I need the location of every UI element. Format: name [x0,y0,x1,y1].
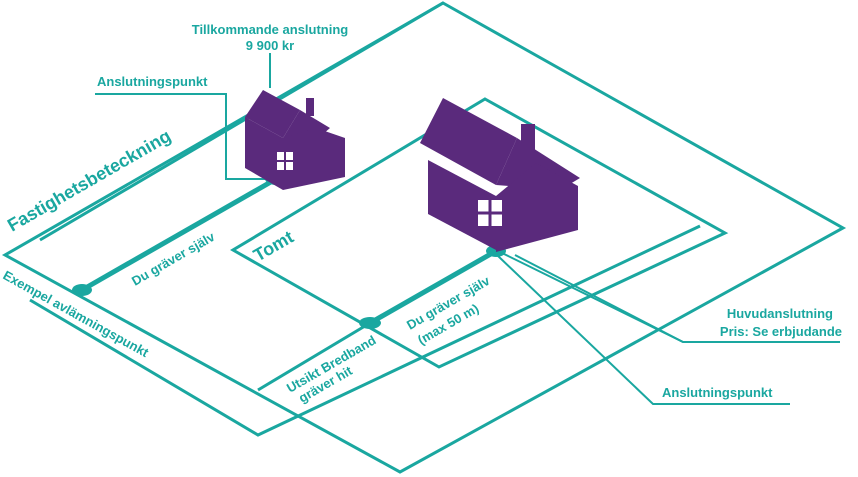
utsikt-dig-line [257,321,371,392]
delivery-point-left [72,284,92,296]
leader-connection-point-top [95,93,268,180]
main-connection-label: Huvudanslutning [727,306,833,321]
small-house-icon [245,90,345,190]
street-cable-line [29,224,701,437]
delivery-point-middle [359,317,381,329]
property-designation-label: Fastighetsbeteckning [4,126,174,236]
property-boundary [1,1,847,474]
connection-point-bottom-label: Anslutningspunkt [662,385,773,400]
leader-connection-point-bottom [496,254,790,405]
trench-right [368,248,498,326]
plot-label: Tomt [250,227,297,266]
example-delivery-point-label: Exempel avlämningspunkt [1,268,152,361]
future-connection-label: Tillkommande anslutning [192,22,349,37]
street-line-left [39,1,444,242]
future-connection-price: 9 900 kr [246,38,294,53]
plot-boundary [230,97,729,369]
large-house-icon [420,98,580,252]
trench-left [80,176,278,293]
connection-point-top-label: Anslutningspunkt [97,74,208,89]
leader-main-connection-2 [514,254,684,343]
main-connection-price-label: Pris: Se erbjudande [720,324,842,339]
